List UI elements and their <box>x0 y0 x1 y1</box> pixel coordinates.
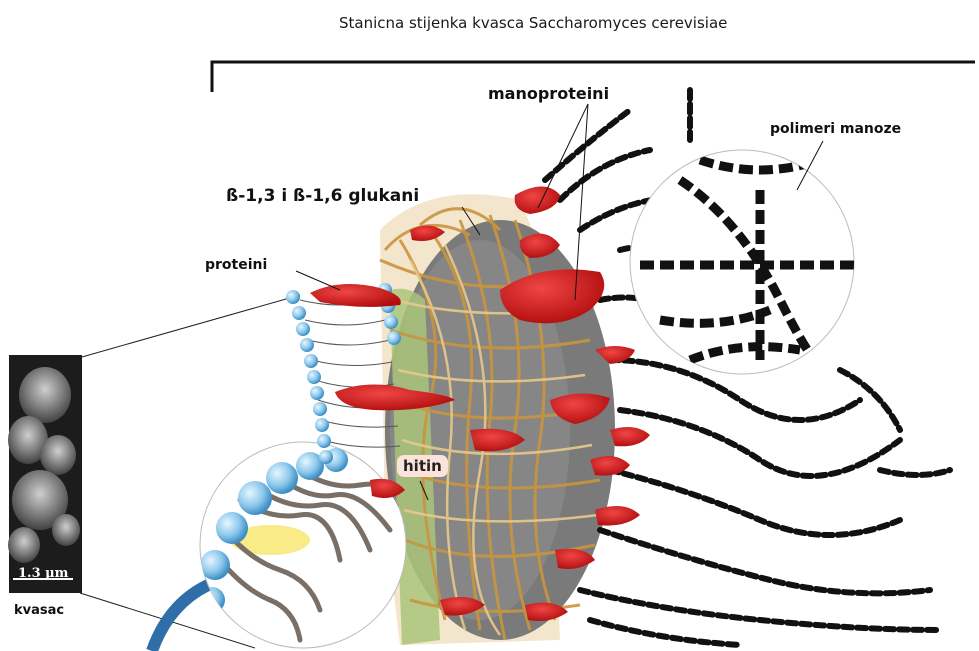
label-glukani: ß-1,3 i ß-1,6 glukani <box>226 186 419 206</box>
membrane-zoom-circle <box>199 442 406 648</box>
diagram-title: Stanicna stijenka kvasca Saccharomyces c… <box>339 14 727 32</box>
scale-bar-label: 1.3 µm <box>18 566 68 581</box>
zoom-line-top <box>82 295 300 357</box>
cell-membrane-arc <box>152 582 215 651</box>
label-kvasac: kvasac <box>14 603 64 618</box>
label-manoproteini: manoproteini <box>488 84 609 103</box>
label-hitin: hitin <box>397 455 448 477</box>
label-polimeri-manoze: polimeri manoze <box>770 121 901 137</box>
label-proteini: proteini <box>205 257 267 273</box>
mannan-zoom-circle <box>630 150 860 374</box>
yeast-sem-image <box>8 355 82 593</box>
